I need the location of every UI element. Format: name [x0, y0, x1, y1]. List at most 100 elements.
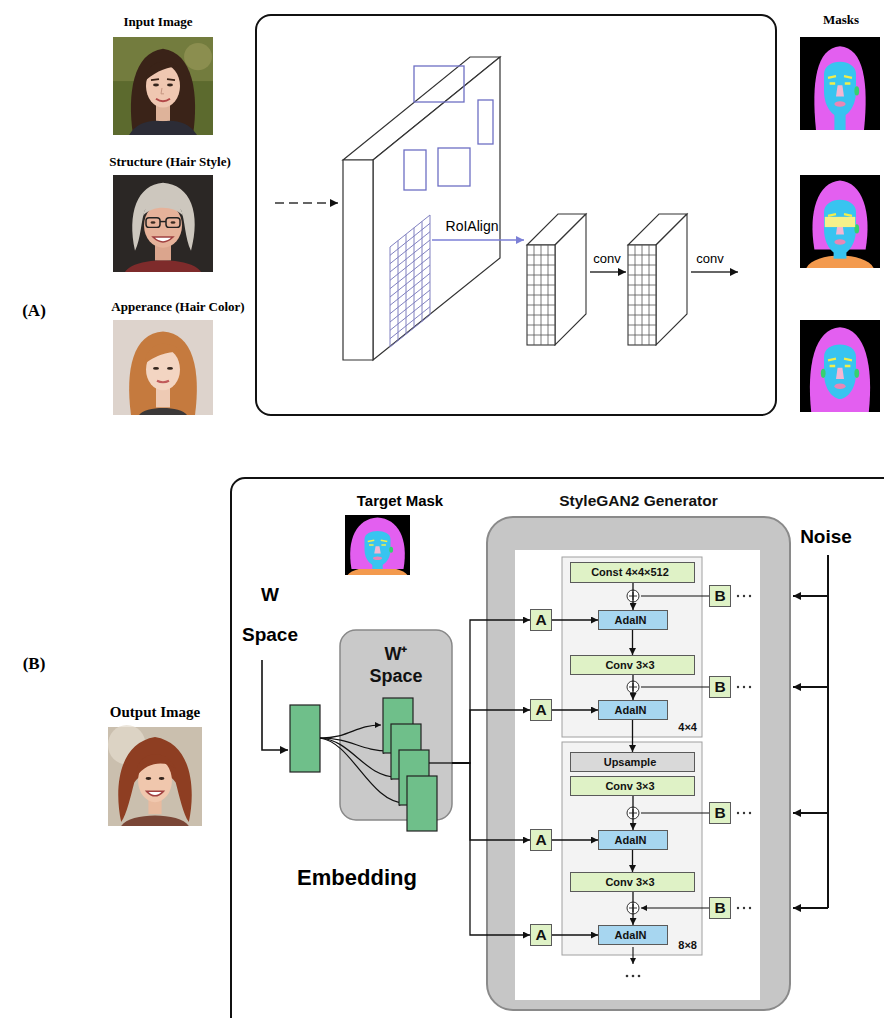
panel-letter: (B) [23, 654, 46, 674]
node-text: Conv 3×3 [605, 780, 659, 793]
face-photo [151, 221, 156, 224]
segmentation-mask [365, 531, 394, 567]
adain-box: AdaIN [598, 925, 668, 945]
container-shapes [562, 742, 702, 955]
affine-box: A [530, 699, 552, 721]
latent-vectors [320, 725, 381, 738]
ellipsis-dots [626, 975, 629, 978]
segmentation-mask [824, 62, 859, 117]
feature-map-illustration [590, 271, 626, 272]
ellipsis-dots [749, 686, 751, 688]
latent-vectors [407, 776, 437, 831]
connector-arrow [452, 763, 530, 935]
connector-arrow [452, 710, 530, 763]
latent-vectors [262, 660, 288, 750]
node-text: AdaIN [615, 704, 652, 717]
connector-arrow [452, 620, 530, 763]
feature-map-illustration [628, 245, 656, 345]
segmentation-mask [345, 515, 410, 575]
face-photo [132, 183, 194, 251]
panel-frame [231, 478, 884, 1018]
latent-vectors [290, 705, 320, 772]
segmentation-mask [825, 217, 855, 227]
segmentation-mask [350, 517, 405, 569]
image-caption: Input Image [124, 14, 193, 30]
segmentation-mask [800, 37, 880, 130]
feature-map-illustration [390, 215, 430, 347]
face-photo [167, 367, 173, 370]
feature-map-illustration [628, 245, 656, 345]
face-photo [151, 78, 175, 81]
ellipsis-dots [737, 595, 739, 597]
adain-box: AdaIN [598, 700, 668, 720]
embedding-space-box: W⁺ Space [340, 630, 452, 820]
generator-box: StyleGAN2 Generator4×4Const 4×4×512AdaIN… [487, 492, 790, 1010]
image-caption: Target Mask [357, 492, 443, 509]
face-photo [121, 816, 189, 826]
affine-box: A [530, 609, 552, 631]
feature-map-illustration [373, 57, 500, 360]
container-shapes [487, 517, 790, 1010]
section-label: Embedding [297, 865, 417, 891]
feature-map-illustration [478, 100, 493, 144]
feature-map-illustration [432, 239, 524, 241]
node-text: Conv 3×3 [605, 659, 659, 672]
connector-arrow [632, 675, 633, 700]
feature-map-illustration [404, 66, 493, 190]
image-caption: Structure (Hair Style) [109, 154, 231, 170]
ellipsis-dots [743, 686, 745, 688]
noise-scale-box: B [709, 585, 731, 607]
face-photo [167, 84, 173, 87]
face-photo [160, 221, 166, 222]
affine-box: A [530, 829, 552, 851]
resolution-block: 8×8UpsampleConv 3×3AdaINConv 3×3AdaIN [562, 742, 702, 955]
face-photo [129, 331, 197, 415]
container-shapes [515, 550, 760, 1000]
node-text: AdaIN [615, 614, 652, 627]
node-text: 8×8 [562, 939, 702, 952]
noise-scale-box: B [709, 676, 731, 698]
upsample-box: Upsample [570, 752, 695, 772]
connector-arrow [632, 630, 633, 655]
node-text: AdaIN [615, 834, 652, 847]
node-text: B [714, 899, 725, 916]
connector-arrow [552, 619, 598, 620]
latent-vectors [262, 660, 320, 772]
connector-arrow [552, 709, 598, 710]
face-photo [156, 99, 170, 101]
face-photo [157, 381, 169, 382]
node-text: A [535, 831, 546, 848]
segmentation-mask [800, 320, 880, 412]
feature-map-illustration [438, 148, 470, 186]
segmentation-mask [814, 46, 865, 130]
connector-arrow [452, 763, 530, 840]
node-text: B [714, 804, 725, 821]
connector-arrow [552, 839, 598, 840]
noise-wires [793, 555, 828, 908]
node-text: A [535, 611, 546, 628]
face-photo [166, 218, 180, 228]
node-text: A [535, 926, 546, 943]
output-arrow [632, 947, 633, 964]
segmentation-mask [810, 327, 870, 412]
node-text: StyleGAN2 Generator [487, 492, 790, 510]
node-text: A [535, 701, 546, 718]
const-box: Const 4×4×512 [570, 562, 695, 583]
face-photo [147, 791, 164, 795]
segmentation-mask [824, 200, 859, 255]
feature-map-illustration [555, 214, 586, 345]
feature-map-illustration [691, 271, 738, 272]
connector-arrow [632, 583, 633, 610]
resolution-block: 4×4Const 4×4×512AdaINConv 3×3AdaIN [562, 557, 702, 737]
segmentation-mask [800, 320, 880, 412]
segmentation-mask [345, 515, 410, 575]
face-photo [146, 62, 179, 80]
feature-map-illustration [275, 57, 738, 360]
operation-label: conv [593, 251, 620, 266]
node-text: W⁺ Space [369, 644, 422, 687]
ellipsis-dots [749, 907, 751, 909]
face-photo [125, 260, 201, 272]
image-caption: Output Image [110, 704, 200, 721]
